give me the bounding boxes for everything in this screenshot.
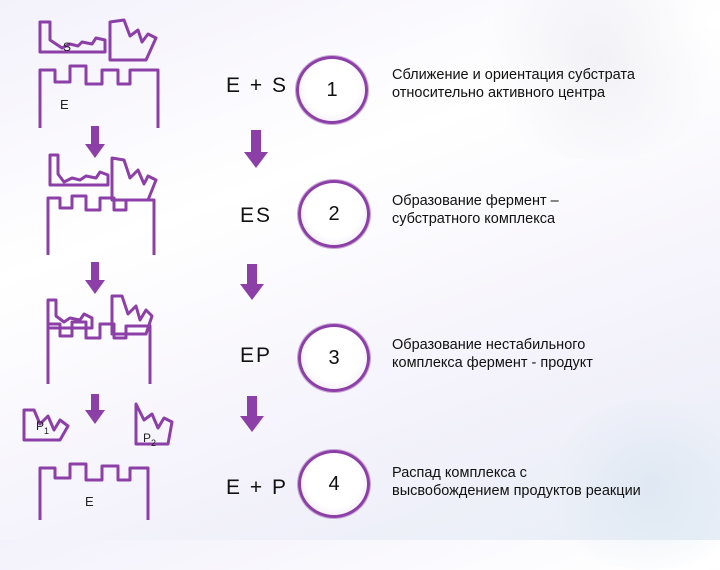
enzyme-e-final-shape xyxy=(38,462,150,520)
description-stage-1: Сближение и ориентация субстрата относит… xyxy=(392,66,635,102)
arrow-down-icon xyxy=(85,262,105,294)
description-stage-2: Образование фермент – субстратного компл… xyxy=(392,192,559,228)
equation-stage-4: E + P xyxy=(226,476,288,499)
es-substrate-shape xyxy=(48,153,110,187)
stage-number-badge: 1 xyxy=(296,56,368,124)
stage-number: 4 xyxy=(328,472,340,495)
arrow-down-icon xyxy=(85,126,105,158)
arrow-down-icon xyxy=(244,130,268,168)
description-line: относительно активного центра xyxy=(392,85,606,101)
arrow-down-icon xyxy=(85,394,105,424)
equation-stage-1: E + S xyxy=(226,74,288,97)
ep-product-shape xyxy=(46,298,94,330)
product-p2-shape xyxy=(134,402,174,446)
equation-stage-2: ES xyxy=(240,204,273,227)
description-line: субстратного комплекса xyxy=(392,211,556,227)
enzyme-e-shape xyxy=(38,64,160,128)
description-line: Распад комплекса с xyxy=(392,465,527,481)
stage-number: 2 xyxy=(328,202,340,225)
background-glassware xyxy=(470,0,720,160)
ep-product2-shape xyxy=(110,294,154,336)
es-enzyme-shape xyxy=(46,194,156,255)
stage-number: 1 xyxy=(326,78,338,101)
description-line: Образование фермент – xyxy=(392,193,559,209)
substrate-s2-shape xyxy=(108,18,158,62)
enzyme-diagram xyxy=(22,18,268,520)
stage-number-badge: 4 xyxy=(298,450,370,518)
label-e-top: E xyxy=(60,97,69,112)
substrate-s-shape xyxy=(38,20,107,54)
label-e-bottom: E xyxy=(85,494,94,509)
label-s: S xyxy=(63,40,72,54)
description-stage-4: Распад комплекса с высвобождением продук… xyxy=(392,464,641,500)
product-p1-shape xyxy=(22,408,70,442)
arrow-down-icon xyxy=(240,396,264,432)
description-line: Образование нестабильного xyxy=(392,337,586,353)
stage-number: 3 xyxy=(328,346,340,369)
equation-stage-3: EP xyxy=(240,344,273,367)
description-line: Сближение и ориентация субстрата xyxy=(392,67,635,83)
label-p1: P1 xyxy=(36,419,50,436)
description-line: высвобождением продуктов реакции xyxy=(392,483,641,499)
ep-enzyme-shape xyxy=(46,320,152,384)
arrow-down-icon xyxy=(240,264,264,300)
stage-number-badge: 3 xyxy=(298,324,370,392)
description-stage-3: Образование нестабильного комплекса ферм… xyxy=(392,336,593,372)
stage-number-badge: 2 xyxy=(298,180,370,248)
es-substrate2-shape xyxy=(110,156,158,202)
description-line: комплекса фермент - продукт xyxy=(392,355,593,371)
label-p2: P2 xyxy=(143,431,157,448)
